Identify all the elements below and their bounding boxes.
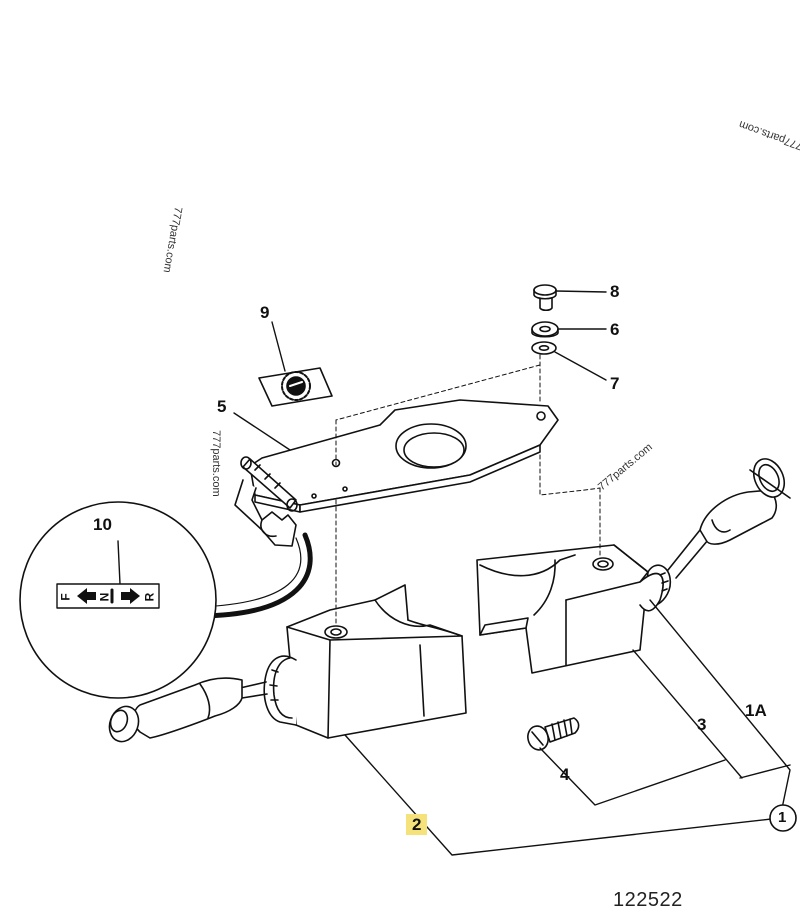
washer-part-6 xyxy=(531,321,559,338)
callout-1A: 1A xyxy=(745,701,767,720)
decal-letter-r: R xyxy=(142,592,157,602)
decal-part-9 xyxy=(258,367,333,407)
decal-letter-n: N xyxy=(97,592,112,602)
callout-10: 10 xyxy=(93,515,112,534)
callout-1: 1 xyxy=(778,809,787,826)
callout-8: 8 xyxy=(610,282,620,301)
switch-housing-right xyxy=(476,458,791,674)
drawing-number: 122522 xyxy=(613,889,683,911)
callout-4: 4 xyxy=(560,765,570,784)
bracket-plate xyxy=(234,399,559,547)
detail-circle-decal-10 xyxy=(19,501,217,699)
decal-letter-f: F xyxy=(58,593,73,601)
switch-housing-left xyxy=(108,584,467,743)
watermark: 777parts.com xyxy=(210,430,222,497)
callout-3: 3 xyxy=(697,715,707,734)
washer-part-7 xyxy=(531,341,557,355)
callout-2-highlighted: 2 xyxy=(406,814,428,835)
screw-part-4 xyxy=(527,717,580,751)
callout-7: 7 xyxy=(610,374,620,393)
callout-5: 5 xyxy=(217,397,227,416)
callout-9: 9 xyxy=(260,303,270,322)
bolt-part-8 xyxy=(533,284,557,312)
callout-6: 6 xyxy=(610,320,620,339)
